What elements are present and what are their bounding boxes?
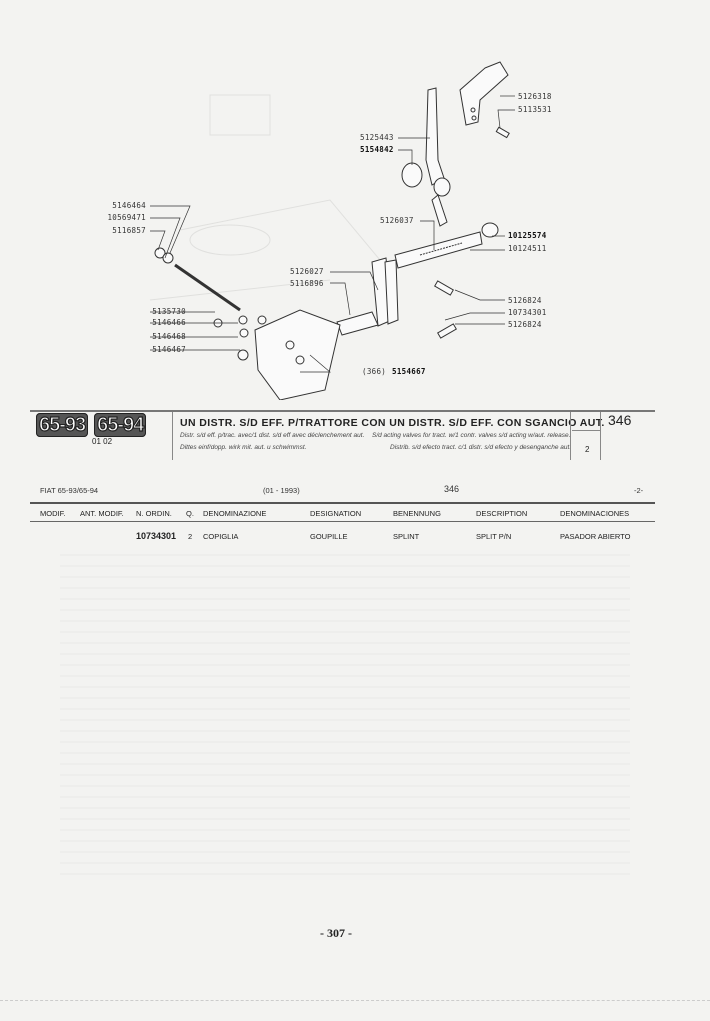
quantity-note: 2 bbox=[585, 445, 590, 454]
date-info: (01 - 1993) bbox=[263, 486, 300, 495]
variant-codes: 01 02 bbox=[92, 437, 113, 446]
exploded-parts-diagram bbox=[149, 61, 515, 400]
table-top-rule bbox=[30, 502, 655, 504]
callout-5154667: 5154667 bbox=[392, 367, 426, 376]
table-ref: 346 bbox=[444, 484, 460, 494]
table-number: 346 bbox=[608, 412, 632, 428]
callout-5146467: 5146467 bbox=[152, 345, 186, 354]
col-n-ordin: N. ORDIN. bbox=[136, 509, 172, 518]
scan-edge bbox=[0, 1000, 710, 1001]
model-info: FIAT 65-93/65-94 bbox=[40, 486, 99, 495]
callout-5125443: 5125443 bbox=[360, 133, 394, 142]
cell-q: 2 bbox=[188, 532, 193, 541]
faded-background-diagram bbox=[149, 94, 381, 301]
model-65-93: 65-93 bbox=[36, 413, 89, 437]
model-65-94: 65-94 bbox=[94, 413, 147, 437]
divider bbox=[600, 412, 601, 460]
callout-10569471: 10569471 bbox=[107, 213, 146, 222]
bleed-through-background bbox=[60, 545, 630, 875]
leader-lines bbox=[150, 95, 515, 373]
divider bbox=[172, 412, 173, 460]
cell-n-ordin: 10734301 bbox=[136, 531, 177, 541]
subtitle-en: S/d acting valves for tract. w/1 contr. … bbox=[372, 432, 571, 439]
col-description: DESCRIPTION bbox=[476, 509, 528, 518]
col-modif: MODIF. bbox=[40, 509, 66, 518]
callout-5126037: 5126037 bbox=[380, 216, 414, 225]
callout-5113531: 5113531 bbox=[518, 105, 552, 114]
callout-5126824: 5126824 bbox=[508, 296, 542, 305]
cell-designation: GOUPILLE bbox=[310, 532, 348, 541]
cell-denominaciones: PASADOR ABIERTO bbox=[560, 532, 631, 541]
callout-5146466: 5146466 bbox=[152, 318, 186, 327]
callout-10125574: 10125574 bbox=[508, 231, 547, 240]
table-header-band bbox=[30, 410, 655, 462]
callout-5126318: 5126318 bbox=[518, 92, 552, 101]
col-designation: DESIGNATION bbox=[310, 509, 362, 518]
callout-10734301: 10734301 bbox=[508, 308, 547, 317]
divider bbox=[570, 412, 571, 460]
callout-5116896: 5116896 bbox=[290, 279, 324, 288]
parts-drawing bbox=[154, 61, 510, 400]
col-ant-modif: ANT. MODIF. bbox=[80, 509, 124, 518]
col-q: Q. bbox=[186, 509, 194, 518]
subtitle-de: Dittes einf/dopp. wirk mit. aut. u schwi… bbox=[180, 444, 307, 451]
callout-5116857: 5116857 bbox=[112, 226, 146, 235]
divider bbox=[572, 430, 600, 431]
cell-denominazione: COPIGLIA bbox=[203, 532, 239, 541]
callout-5154842: 5154842 bbox=[360, 145, 394, 154]
cell-description: SPLIT P/N bbox=[476, 532, 512, 541]
callout-ref-366: (366) bbox=[362, 367, 387, 376]
callout-5146468: 5146468 bbox=[152, 332, 186, 341]
col-denominaciones: DENOMINACIONES bbox=[560, 509, 630, 518]
callout-5126027: 5126027 bbox=[290, 267, 324, 276]
callout-5146464: 5146464 bbox=[112, 201, 146, 210]
table-header-rule bbox=[30, 521, 655, 522]
callout-5126824-b: 5126824 bbox=[508, 320, 542, 329]
subtitle-fr: Distr. s/d eff. p/trac. avec/1 dist. s/d… bbox=[180, 432, 365, 439]
col-denominazione: DENOMINAZIONE bbox=[203, 509, 267, 518]
page-number: - 307 - bbox=[320, 926, 352, 940]
callout-5135730: 5135730 bbox=[152, 307, 186, 316]
col-benennung: BENENNUNG bbox=[393, 509, 441, 518]
sheet-number: -2- bbox=[634, 486, 644, 495]
group-title: UN DISTR. S/D EFF. P/TRATTORE CON UN DIS… bbox=[180, 417, 605, 429]
callout-10124511: 10124511 bbox=[508, 244, 547, 253]
cell-benennung: SPLINT bbox=[393, 532, 420, 541]
subtitle-es: Distrib. s/d efecto tract. c/1 distr. s/… bbox=[390, 444, 572, 451]
